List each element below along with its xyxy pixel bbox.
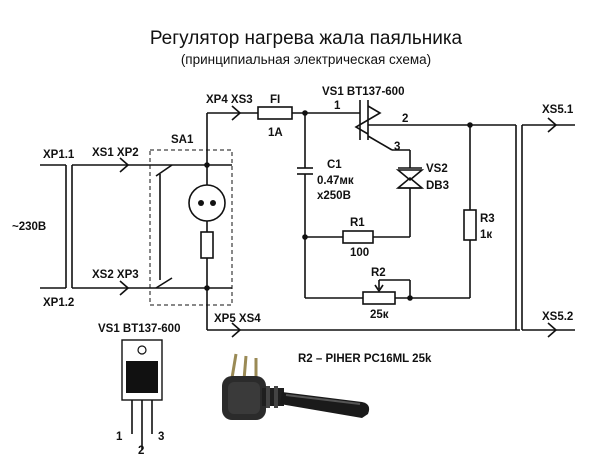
label-vs1-pin1: 1: [334, 100, 341, 112]
label-xp4-xs3: XP4 XS3: [206, 94, 253, 106]
label-fuse: FI: [270, 94, 280, 106]
potentiometer-r2: [305, 279, 470, 305]
node-r2-wiper: [407, 295, 413, 301]
sa1-enclosure: [149, 149, 233, 306]
label-vs1: VS1 BT137-600: [322, 86, 404, 98]
label-xp5-xs4: XP5 XS4: [214, 313, 261, 325]
label-r3-value: 1к: [480, 229, 492, 241]
node-r1-left: [302, 234, 308, 240]
potentiometer-icon: [222, 353, 370, 420]
label-c1-voltage: x250В: [317, 190, 351, 202]
label-r1-value: 100: [350, 247, 369, 259]
label-xs1-xp2: XS1 XP2: [92, 147, 139, 159]
label-package-title: VS1 BT137-600: [98, 323, 180, 335]
label-c1-value: 0.47мк: [317, 175, 354, 187]
resistor-r3: [463, 125, 477, 298]
label-c1: C1: [327, 159, 342, 171]
label-xs5-1: XS5.1: [542, 104, 574, 116]
sa1-switch: [150, 164, 232, 289]
to220-package-icon: [121, 339, 163, 450]
label-sa1: SA1: [171, 134, 194, 146]
label-r3: R3: [480, 213, 495, 225]
label-r2-value: 25к: [370, 309, 389, 321]
label-r2: R2: [371, 267, 386, 279]
output-bus: [470, 117, 575, 338]
label-package-pin2: 2: [138, 445, 144, 457]
label-xp1-2: XP1.2: [43, 297, 74, 309]
bottom-rail: [206, 288, 520, 338]
label-xp1-1: XP1.1: [43, 149, 75, 161]
label-xs5-2: XS5.2: [542, 311, 573, 323]
label-package-pin1: 1: [116, 431, 123, 443]
label-vs2-type: DB3: [426, 180, 449, 192]
label-r1: R1: [350, 217, 365, 229]
resistor-r1: [305, 230, 410, 244]
neon-lamp-icon: [188, 165, 226, 288]
label-vs2: VS2: [426, 163, 448, 175]
label-vs1-pin2: 2: [402, 113, 408, 125]
diagram-subtitle: (принципиальная электрическая схема): [181, 52, 431, 67]
diac-vs2: [395, 150, 425, 237]
label-xs2-xp3: XS2 XP3: [92, 269, 139, 281]
top-rail: [206, 105, 360, 165]
label-mains: ~230В: [12, 221, 46, 233]
capacitor-c1: [297, 113, 313, 298]
pot-caption: R2 – PIHER PC16ML 25k: [298, 353, 432, 365]
fuse-f1: [257, 106, 293, 120]
label-vs1-pin3: 3: [394, 141, 400, 153]
triac-vs1: [354, 100, 470, 151]
mains-input: [40, 157, 150, 296]
label-package-pin3: 3: [158, 431, 164, 443]
diagram-title: Регулятор нагрева жала паяльника: [150, 28, 463, 49]
label-fuse-rating: 1A: [268, 127, 283, 139]
